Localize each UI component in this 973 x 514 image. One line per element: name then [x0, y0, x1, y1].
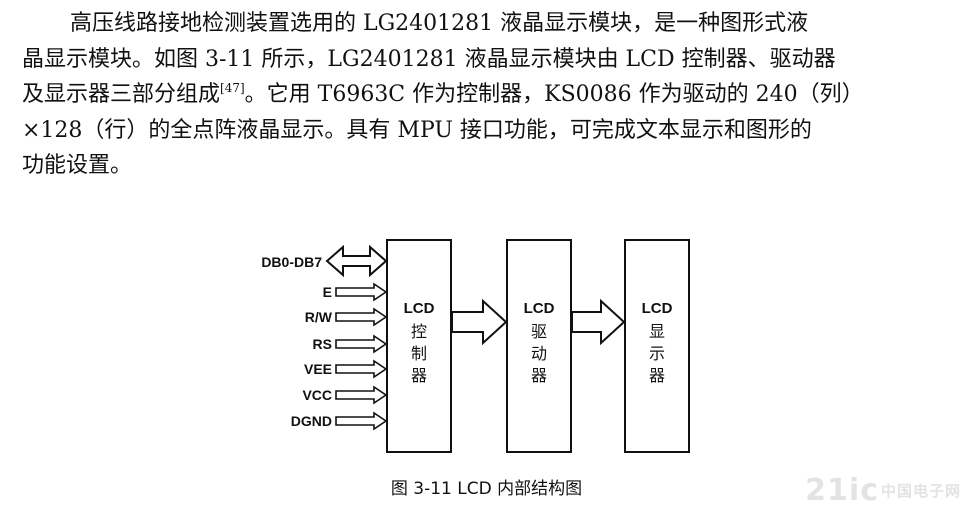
block-lcd-driver: [506, 239, 572, 453]
block-display-title: LCD: [642, 300, 673, 317]
signal-arrow-vee: [335, 359, 388, 379]
paragraph-line-4: ×128（行）的全点阵液晶显示。具有 MPU 接口功能，可完成文本显示和图形的: [22, 117, 812, 143]
pin-label-dgnd: DGND: [291, 413, 332, 429]
block-controller-char-2: 制: [411, 344, 427, 363]
block-display-char-3: 器: [649, 366, 665, 385]
signal-arrow-rs: [335, 334, 388, 354]
data-bus-arrow: [325, 244, 388, 278]
watermark-subtitle: 中国电子网: [880, 482, 961, 500]
flow-arrow-driver-to-display: [571, 298, 626, 346]
block-display-char-1: 显: [649, 322, 665, 341]
pin-label-vee: VEE: [304, 361, 332, 377]
pin-label-rw: R/W: [305, 309, 333, 325]
flow-arrow-controller-to-driver: [451, 298, 508, 346]
paragraph-line-2: 晶显示模块。如图 3-11 所示，LG2401281 液晶显示模块由 LCD 控…: [22, 46, 836, 72]
block-driver-char-3: 器: [531, 366, 547, 385]
paragraph-line-3: 及显示器三部分组成[47]。它用 T6963C 作为控制器，KS0086 作为驱…: [22, 77, 957, 113]
signal-arrow-vcc: [335, 385, 388, 405]
citation-ref: [47]: [220, 81, 245, 95]
block-lcd-controller: [386, 239, 452, 453]
pin-label-rs: RS: [313, 336, 332, 352]
paragraph-line-3-text: 及显示器三部分组成: [22, 82, 221, 107]
block-driver-title: LCD: [524, 300, 555, 317]
block-controller-char-1: 控: [411, 322, 427, 341]
body-paragraph: 高压线路接地检测装置选用的 LG2401281 液晶显示模块，是一种图形式液 晶…: [22, 6, 957, 184]
block-driver-char-1: 驱: [531, 322, 547, 341]
block-lcd-display: [624, 239, 690, 453]
signal-arrow-dgnd: [335, 411, 388, 431]
block-controller-title: LCD: [404, 300, 435, 317]
paragraph-line-5: 功能设置。: [22, 153, 133, 178]
signal-arrow-e: [335, 282, 388, 302]
watermark-logo: 21ic: [805, 473, 879, 508]
paragraph-line-1: 高压线路接地检测装置选用的 LG2401281 液晶显示模块，是一种图形式液: [70, 11, 809, 36]
pin-label-e: E: [323, 284, 332, 300]
pin-label-vcc: VCC: [302, 387, 332, 403]
block-display-char-2: 示: [649, 344, 665, 363]
signal-arrow-rw: [335, 307, 388, 327]
block-driver-char-2: 动: [531, 344, 547, 363]
figure-caption: 图 3-11 LCD 内部结构图: [390, 479, 583, 499]
block-controller-char-3: 器: [411, 366, 427, 385]
paragraph-line-3-rest: 。它用 T6963C 作为控制器，KS0086 作为驱动的 240（列）: [244, 82, 864, 107]
pin-label-db0-db7: DB0-DB7: [261, 254, 322, 270]
